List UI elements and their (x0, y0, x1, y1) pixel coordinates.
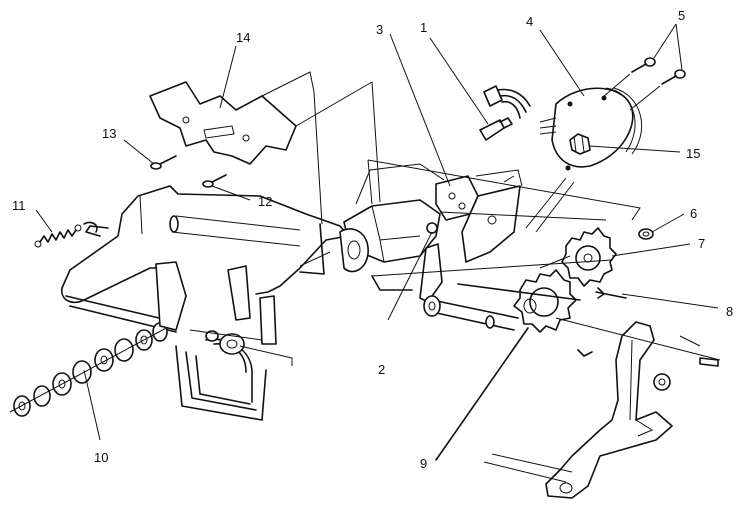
callout-13: 13 (102, 126, 116, 141)
part-3-sensor-bracket (435, 169, 523, 263)
callout-3: 3 (376, 22, 383, 37)
part-10-cam-shaft (9, 295, 177, 417)
part-1-connector (479, 85, 531, 141)
callout-1: 1 (420, 20, 427, 35)
part-2-lever (419, 222, 519, 331)
carriage-assembly (155, 261, 293, 421)
part-15-pinion (569, 133, 591, 155)
callout-labels: 1 2 3 4 5 6 7 8 9 10 11 12 13 14 15 (12, 8, 733, 471)
callout-14: 14 (236, 30, 250, 45)
part-4-stepper-motor (525, 87, 643, 233)
callout-6: 6 (690, 206, 697, 221)
callout-2: 2 (378, 362, 385, 377)
callout-5: 5 (678, 8, 685, 23)
callout-9: 9 (420, 456, 427, 471)
main-frame (61, 185, 349, 304)
callout-10: 10 (94, 450, 108, 465)
part-12-screw (202, 174, 227, 188)
part-9-compound-gear (457, 269, 721, 367)
callout-7: 7 (698, 236, 705, 251)
part-13-screw (150, 155, 177, 170)
phantom-lines (313, 81, 641, 277)
part-11-spring (34, 224, 82, 248)
callout-8: 8 (726, 304, 733, 319)
callout-11: 11 (12, 198, 26, 213)
leader-lines (35, 23, 719, 461)
part-8-pin (595, 287, 627, 299)
callout-4: 4 (526, 14, 533, 29)
part-6-e-ring (638, 228, 654, 240)
center-motor-block (339, 159, 445, 291)
callout-12: 12 (258, 194, 272, 209)
callout-15: 15 (686, 146, 700, 161)
part-7-gear (539, 227, 617, 287)
right-side-frame (483, 321, 701, 499)
part-14-bracket-plate (149, 71, 373, 165)
part-5-screws (603, 57, 686, 111)
